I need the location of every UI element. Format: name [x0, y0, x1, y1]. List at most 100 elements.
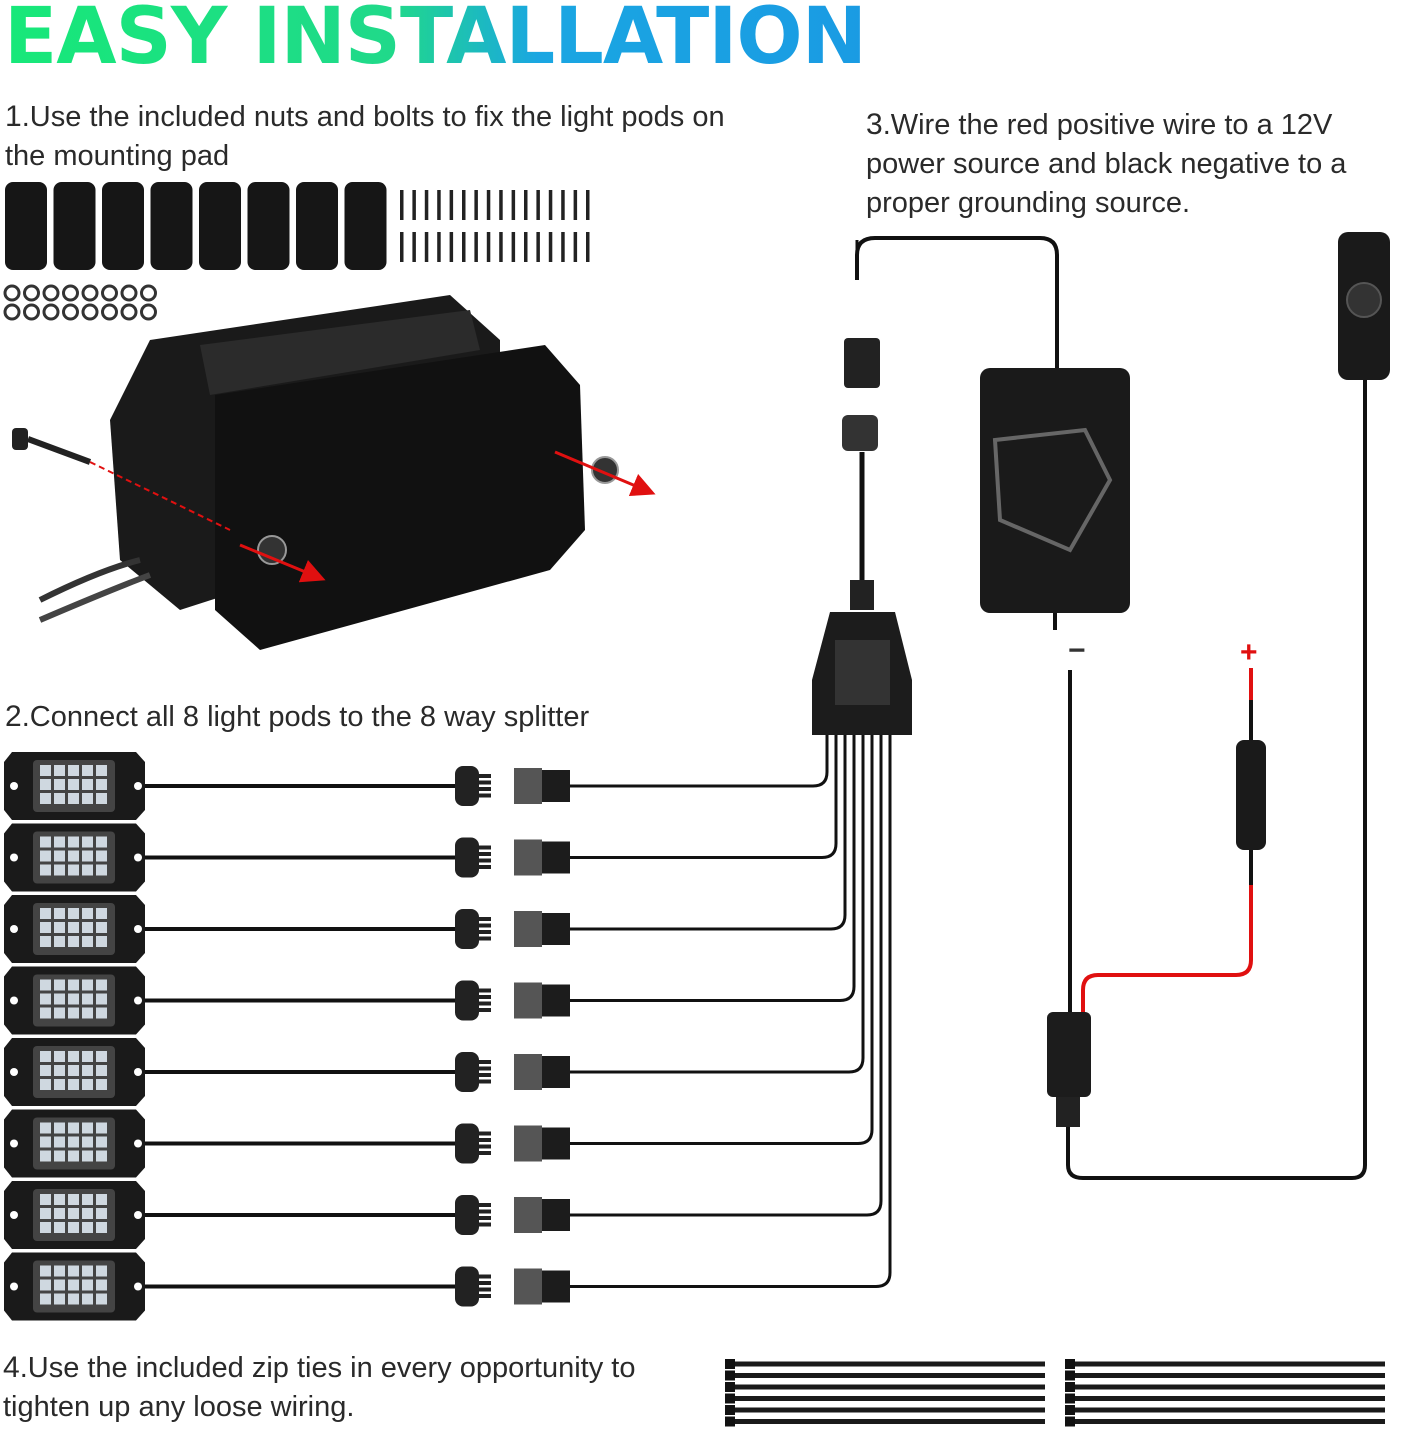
nut-icon	[257, 535, 287, 565]
led-icon	[54, 1293, 65, 1305]
led-icon	[96, 1265, 107, 1277]
fuse-holder-icon	[1236, 740, 1266, 850]
inline-switch[interactable]	[1338, 232, 1390, 380]
led-icon	[40, 1079, 51, 1090]
led-icon	[96, 1065, 107, 1076]
led-icon	[82, 864, 93, 876]
nut-icon	[23, 284, 40, 302]
bolt-icon	[524, 190, 528, 220]
led-icon	[40, 908, 51, 919]
nut-icon	[140, 284, 157, 302]
led-icon	[82, 779, 93, 790]
mounting-pad-icon	[344, 182, 387, 270]
logo-icon	[992, 427, 1113, 553]
step-description: .Use the included nuts and bolts to fix …	[5, 101, 725, 172]
led-icon	[68, 993, 79, 1005]
bolt-icon	[586, 232, 590, 262]
led-icon	[82, 979, 93, 991]
bolt-icon	[412, 190, 416, 220]
bolt-icon	[511, 232, 516, 262]
led-icon	[68, 765, 79, 776]
led-icon	[82, 836, 93, 848]
step-1-text: 1.Use the included nuts and bolts to fix…	[5, 97, 725, 176]
connector-male	[455, 980, 479, 1021]
splitter-wires	[570, 735, 892, 1288]
bolt-icon	[412, 232, 416, 262]
led-icon	[68, 836, 79, 848]
connector-female	[514, 1125, 542, 1162]
bolt-icon	[548, 190, 553, 220]
bolt-icon	[499, 232, 503, 262]
led-icon	[82, 793, 93, 804]
led-icon	[54, 779, 65, 790]
led-icon	[96, 1208, 107, 1219]
splitter-branch-wire	[570, 735, 829, 788]
led-icon	[40, 1136, 51, 1148]
nut-icon	[62, 303, 79, 321]
connector-female	[514, 911, 542, 947]
connector-male	[455, 766, 479, 806]
led-icon	[54, 1065, 65, 1076]
light-pod	[4, 1109, 570, 1178]
step-3-text: 3.Wire the red positive wire to a 12V po…	[866, 105, 1406, 223]
led-icon	[54, 979, 65, 991]
led-icon	[40, 1265, 51, 1277]
bolt-icon	[424, 232, 429, 262]
connector-female	[514, 839, 542, 876]
led-icon	[54, 1136, 65, 1148]
led-icon	[54, 1150, 65, 1162]
led-icon	[96, 1051, 107, 1062]
connector-male	[455, 1123, 479, 1164]
connector-male	[455, 1266, 479, 1307]
led-icon	[96, 864, 107, 876]
step-description: .Connect all 8 light pods to the 8 way s…	[21, 701, 590, 733]
splitter-branch-wire	[570, 735, 838, 859]
led-icon	[82, 1222, 93, 1233]
led-icon	[82, 1265, 93, 1277]
nut-icon	[101, 303, 118, 321]
pod-mounting-illustration	[12, 295, 656, 650]
bolt-icon	[12, 428, 28, 450]
mounting-pad-icon	[150, 182, 193, 270]
led-icon	[96, 1150, 107, 1162]
splitter-branch-wire	[570, 735, 892, 1288]
connector-male	[455, 837, 479, 878]
led-icon	[40, 922, 51, 933]
nut-icon	[120, 284, 138, 302]
led-icon	[96, 793, 107, 804]
led-icon	[54, 850, 65, 862]
bolt-icon	[474, 232, 478, 262]
splitter-branch-wire	[570, 735, 865, 1074]
light-pod	[4, 1038, 570, 1106]
mounting-pads	[5, 182, 387, 270]
led-icon	[68, 864, 79, 876]
step-4-text: 4.Use the included zip ties in every opp…	[3, 1348, 703, 1427]
led-icon	[40, 936, 51, 947]
led-icon	[96, 1136, 107, 1148]
bolt-icon	[573, 190, 578, 220]
led-icon	[68, 1122, 79, 1134]
led-icon	[40, 1122, 51, 1134]
switch-button-icon[interactable]	[1346, 282, 1382, 318]
nut-icon	[42, 284, 60, 302]
led-icon	[40, 850, 51, 862]
led-icon	[82, 1194, 93, 1205]
negative-label: −	[1068, 634, 1086, 667]
bolt-icon	[400, 190, 404, 220]
mounting-pad-icon	[5, 182, 47, 270]
bolt-icon	[548, 232, 553, 262]
led-icon	[54, 1265, 65, 1277]
led-icon	[68, 936, 79, 947]
led-icon	[68, 1293, 79, 1305]
positive-wire-with-fuse	[1081, 668, 1266, 1015]
led-icon	[68, 1208, 79, 1219]
led-icon	[96, 1007, 107, 1019]
led-icon	[82, 765, 93, 776]
nut-icon	[62, 284, 79, 302]
led-icon	[68, 1279, 79, 1291]
light-pod	[4, 823, 570, 892]
nut-icon	[42, 303, 60, 321]
led-icon	[54, 1194, 65, 1205]
led-icon	[54, 936, 65, 947]
